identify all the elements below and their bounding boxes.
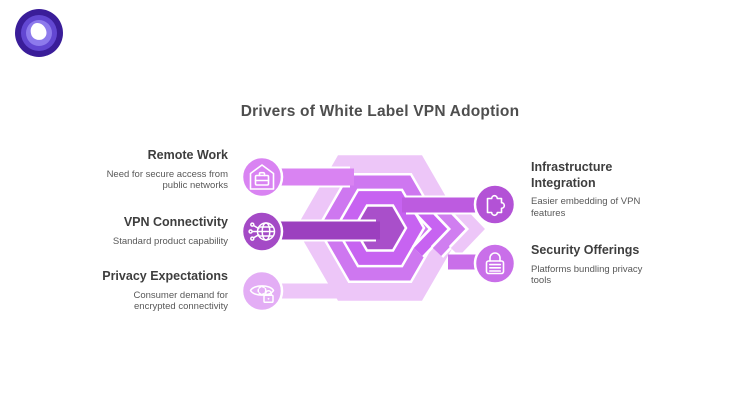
item-heading: Security Offerings: [531, 243, 640, 257]
page-title: Drivers of White Label VPN Adoption: [240, 103, 520, 120]
item-heading: Remote Work: [147, 148, 228, 162]
list-item-remote-work: Remote Work Need for secure access from …: [93, 148, 228, 192]
remote-connector-bar: [262, 166, 354, 188]
infrastructure-integration-node: [473, 183, 517, 226]
item-heading: Infrastructure Integration: [531, 160, 613, 190]
list-item-security-offerings: Security Offerings Platforms bundling pr…: [531, 243, 653, 287]
item-heading: Privacy Expectations: [102, 269, 228, 283]
lock-server-icon: [485, 252, 505, 275]
globe-network-icon: [248, 222, 276, 241]
list-item-infrastructure-integration: Infrastructure Integration Easier embedd…: [531, 160, 651, 219]
item-heading: VPN Connectivity: [123, 215, 228, 229]
item-description: Standard product capability: [112, 235, 228, 247]
vpn-connectivity-node: [240, 210, 284, 253]
item-description: Platforms bundling privacy tools: [531, 263, 643, 287]
home-briefcase-icon: [249, 164, 275, 190]
privacy-expectations-node: [240, 269, 284, 313]
item-description: Easier embedding of VPN features: [531, 196, 641, 219]
logo-play-glyph-icon: [30, 22, 47, 40]
brand-logo: [15, 9, 63, 57]
puzzle-piece-icon: [486, 194, 506, 217]
item-description: Consumer demand for encrypted connectivi…: [133, 289, 228, 313]
vpn-connector-bar: [260, 219, 380, 242]
list-item-vpn-connectivity: VPN Connectivity Standard product capabi…: [93, 215, 228, 247]
eye-lock-icon: [249, 285, 275, 304]
remote-work-node: [240, 155, 284, 199]
list-item-privacy-expectations: Privacy Expectations Consumer demand for…: [93, 269, 228, 313]
security-offerings-node: [473, 242, 517, 285]
privacy-connector-bar: [262, 283, 358, 299]
item-description: Need for secure access from public netwo…: [106, 168, 228, 192]
